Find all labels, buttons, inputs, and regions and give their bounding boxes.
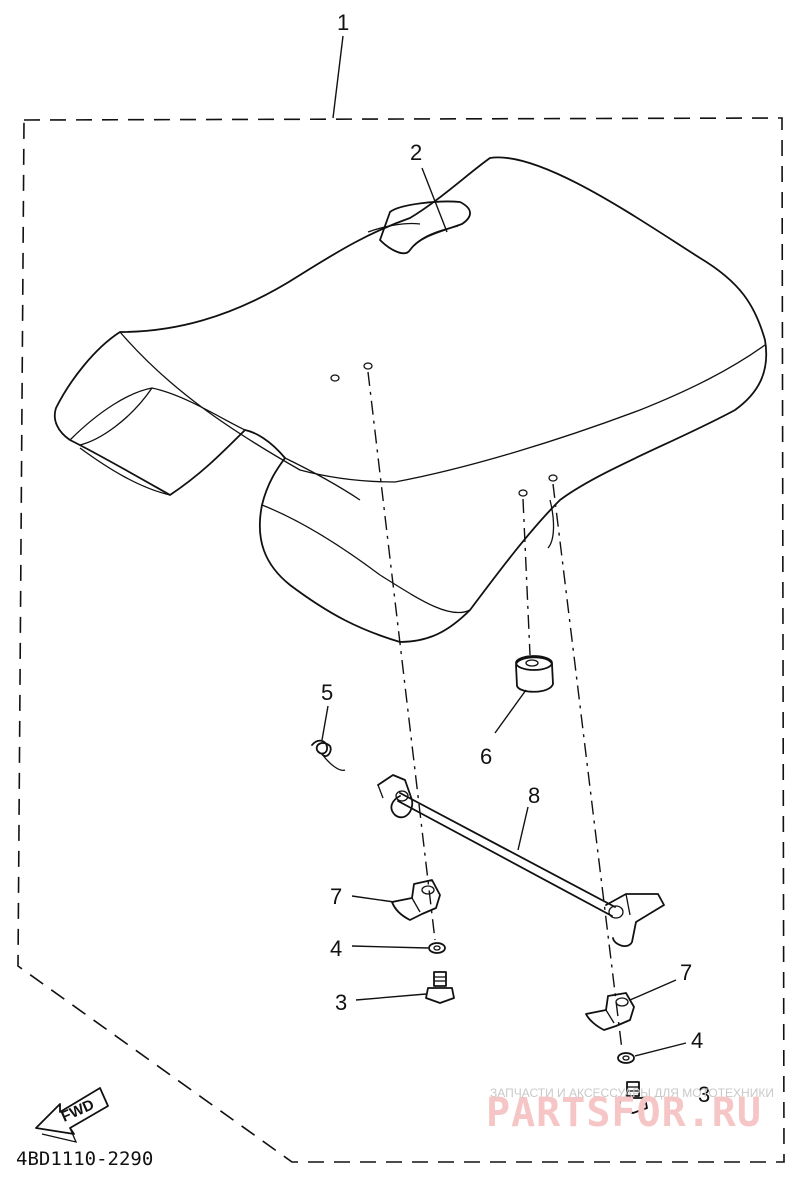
bolt-right bbox=[618, 1081, 648, 1114]
leader-6 bbox=[494, 689, 527, 734]
spring-part bbox=[311, 739, 346, 771]
bolt-left bbox=[425, 971, 455, 1004]
rod-part bbox=[377, 774, 665, 947]
leader-4b bbox=[634, 1042, 687, 1057]
seat-part bbox=[53, 156, 768, 643]
callout-7a: 7 bbox=[330, 884, 342, 909]
bracket-right bbox=[585, 992, 635, 1031]
washer-right bbox=[617, 1052, 635, 1064]
watermark-tagline: ЗАПЧАСТИ И АКСЕССУАРЫ ДЛЯ МОТОТЕХНИКИ bbox=[490, 1086, 774, 1100]
damper-part bbox=[515, 655, 554, 693]
callout-1: 1 bbox=[337, 10, 349, 35]
watermark-logo: PARTSFOR.RU bbox=[486, 1090, 762, 1136]
assembly-boundary bbox=[17, 117, 785, 1163]
callout-8: 8 bbox=[528, 783, 540, 808]
leader-8 bbox=[517, 806, 529, 851]
leader-3a bbox=[355, 993, 427, 1001]
leader-7a bbox=[351, 895, 395, 903]
leader-1 bbox=[332, 35, 344, 119]
callout-2: 2 bbox=[410, 140, 422, 165]
washer-left bbox=[428, 942, 446, 954]
leader-5 bbox=[321, 705, 329, 741]
fwd-label: FWD bbox=[59, 1096, 97, 1125]
fwd-arrow-icon: FWD bbox=[35, 1087, 109, 1143]
bracket-left bbox=[391, 879, 441, 921]
callout-4b: 4 bbox=[691, 1028, 703, 1053]
callout-5: 5 bbox=[321, 680, 333, 705]
leader-2 bbox=[421, 167, 448, 233]
callout-3a: 3 bbox=[335, 990, 347, 1015]
leader-7b bbox=[629, 979, 677, 1001]
diagram-code: 4BD1110-2290 bbox=[16, 1148, 153, 1170]
callout-6: 6 bbox=[480, 744, 492, 769]
callout-3b: 3 bbox=[698, 1082, 710, 1107]
leader-4a bbox=[351, 945, 429, 949]
callout-4a: 4 bbox=[330, 936, 342, 961]
callout-7b: 7 bbox=[680, 960, 692, 985]
axis-b bbox=[552, 483, 623, 1051]
axis-a bbox=[367, 371, 436, 941]
axis-c bbox=[522, 498, 531, 656]
